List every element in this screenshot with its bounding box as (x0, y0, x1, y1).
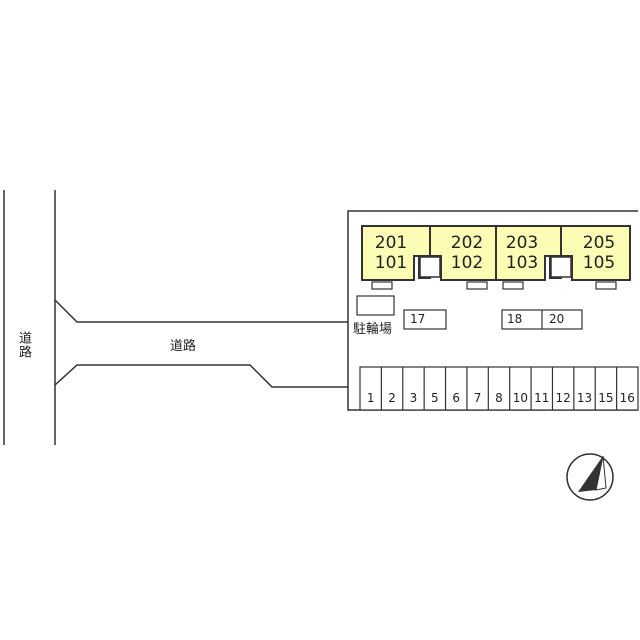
road-label-main: 道路 (170, 339, 197, 354)
road-main-top-edge (54, 299, 348, 323)
parking-space-1[interactable]: 1 (366, 391, 375, 405)
unit-upper-number: 203 (505, 233, 539, 253)
bicycle-parking-area[interactable] (356, 295, 395, 316)
road-main-bottom-edge (54, 364, 348, 388)
parking-space-12[interactable]: 12 (555, 391, 571, 405)
parking-space-5[interactable]: 5 (431, 391, 439, 405)
parking-space-2[interactable]: 2 (388, 391, 396, 405)
parking-space-label: 17 (410, 312, 426, 326)
parking-space-15[interactable]: 15 (598, 391, 614, 405)
road-label-left: 道路 (16, 331, 31, 359)
unit-label-203-103: 203 103 (499, 233, 545, 273)
unit-lower-number: 103 (505, 253, 539, 273)
parking-space-11[interactable]: 11 (534, 391, 550, 405)
unit-upper-number: 201 (374, 233, 408, 253)
unit-label-205-105: 205 105 (576, 233, 622, 273)
parking-space-16[interactable]: 16 (619, 391, 635, 405)
unit-upper-number: 205 (582, 233, 616, 253)
north-arrow-icon (566, 453, 614, 501)
parking-space-8[interactable]: 8 (495, 391, 503, 405)
outdoor-unit (502, 281, 524, 290)
entrance-2 (550, 256, 572, 278)
unit-lower-number: 105 (582, 253, 616, 273)
parking-space-10[interactable]: 10 (512, 391, 529, 405)
bicycle-parking-label: 駐輪場 (353, 322, 393, 337)
unit-lower-number: 101 (374, 253, 408, 273)
outdoor-unit (595, 281, 617, 290)
unit-lower-number: 102 (450, 253, 484, 273)
unit-205-105[interactable] (549, 225, 631, 281)
parking-space-13[interactable]: 13 (576, 391, 593, 405)
parking-space-7[interactable]: 7 (473, 391, 482, 405)
building (361, 225, 631, 290)
parking-row-frame (359, 366, 639, 411)
outdoor-unit (371, 281, 393, 290)
entrance-1 (419, 256, 441, 278)
parking-space-label: 18 (507, 312, 523, 326)
parking-space-label: 20 (549, 312, 565, 326)
parking-space-3[interactable]: 3 (409, 391, 418, 405)
unit-label-202-102: 202 102 (444, 233, 490, 273)
outdoor-unit (466, 281, 488, 290)
unit-label-201-101: 201 101 (368, 233, 414, 273)
parking-space-6[interactable]: 6 (452, 391, 461, 405)
parking-space-17[interactable] (403, 309, 447, 330)
unit-upper-number: 202 (450, 233, 484, 253)
parking-row-bottom (359, 366, 639, 411)
